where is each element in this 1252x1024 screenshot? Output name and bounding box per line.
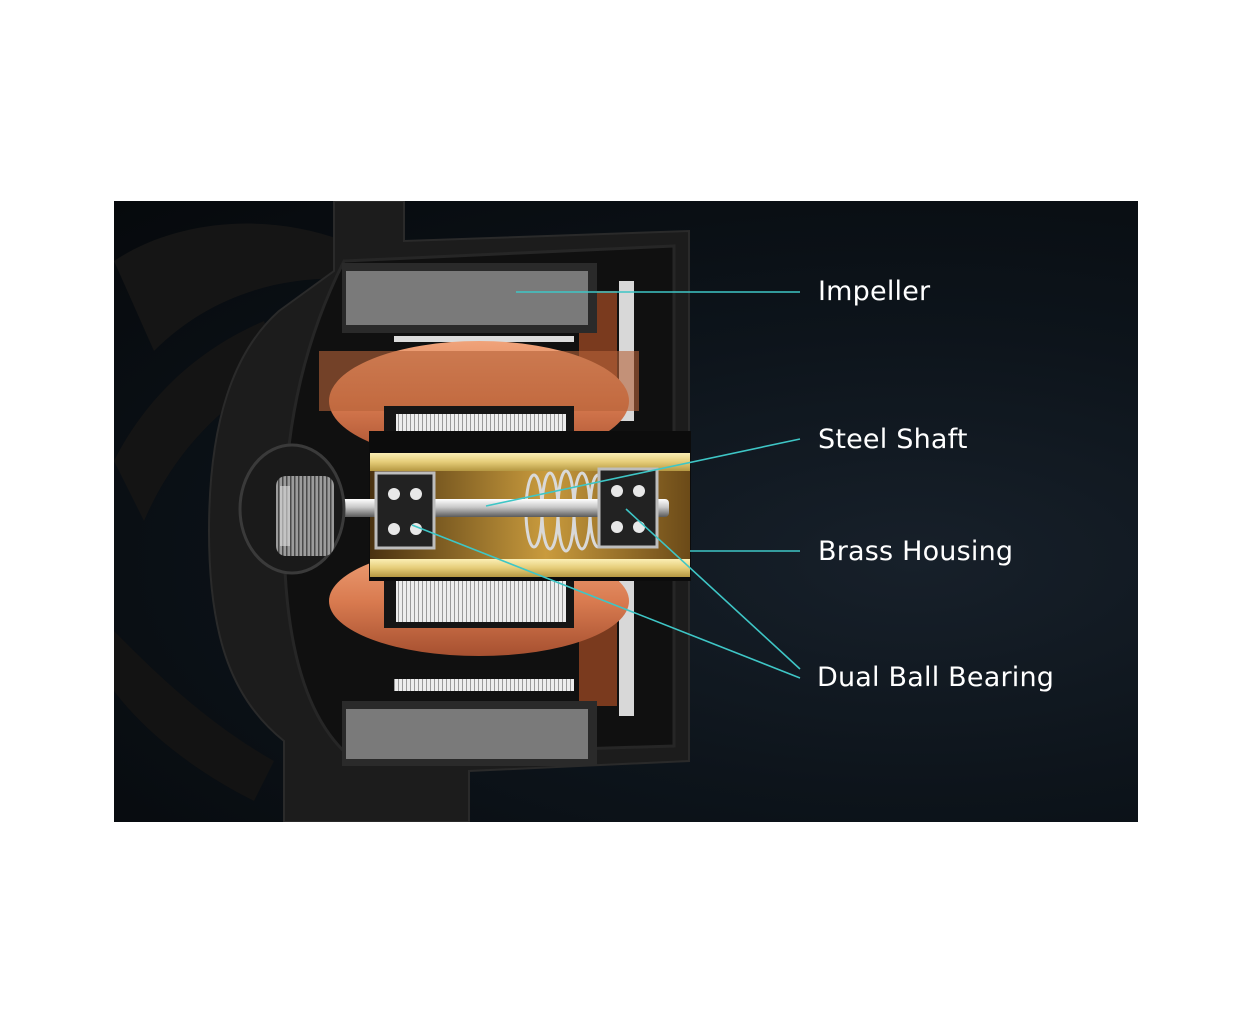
ball-bearing-right (597, 467, 659, 549)
copper-winding (319, 351, 639, 411)
brass-housing (370, 453, 690, 471)
fan-blade-shape (114, 223, 374, 351)
leader-line-steel-shaft (485, 438, 801, 507)
brass-housing (370, 559, 690, 577)
label-dual-ball-bearing: Dual Ball Bearing (817, 662, 1055, 693)
ball-bearing-left (374, 471, 436, 550)
leader-line-bearing-left (411, 524, 801, 679)
knurled-nut (276, 476, 334, 556)
fan-cutaway-diagram: Impeller Steel Shaft Brass Housing Dual … (114, 201, 1138, 822)
leader-line-bearing-right (625, 508, 801, 670)
knurled-nut (280, 486, 290, 546)
impeller-magnet (346, 271, 588, 325)
plate-bottom (394, 679, 574, 691)
label-brass-housing: Brass Housing (818, 536, 1014, 567)
fan-motor-illustration (114, 201, 801, 822)
impeller-magnet (346, 709, 588, 759)
label-steel-shaft: Steel Shaft (818, 424, 968, 455)
stator-core (396, 577, 566, 622)
plate-top (394, 336, 574, 342)
label-impeller: Impeller (818, 276, 931, 307)
fan-blade-shape (114, 631, 274, 801)
leader-lines (411, 291, 801, 679)
